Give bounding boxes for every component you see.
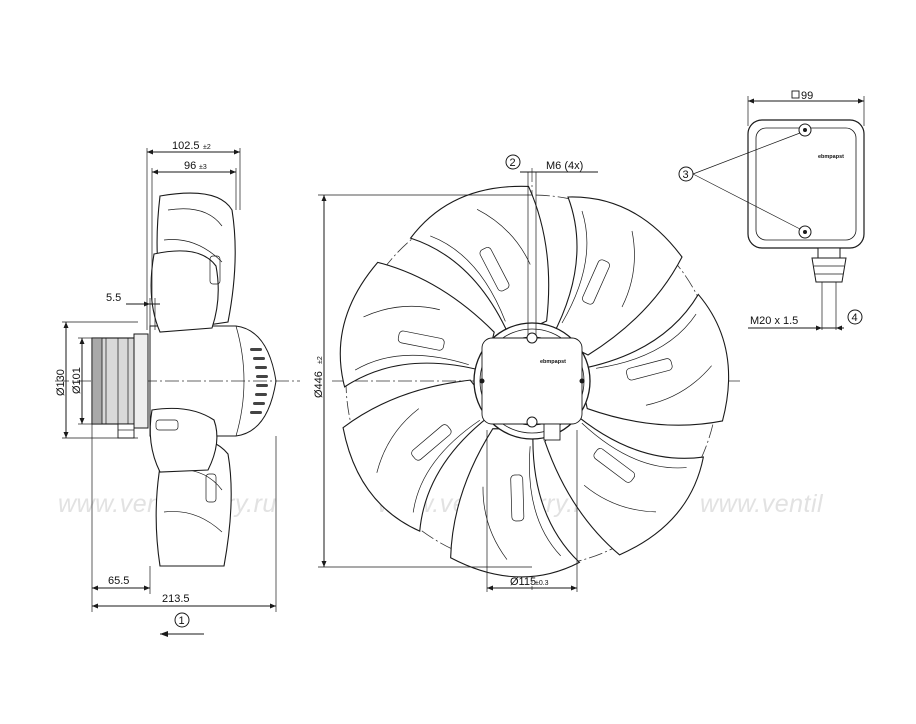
box-size-label: 99 bbox=[801, 90, 813, 102]
side-cable-gland bbox=[117, 423, 135, 439]
front-hub: ebmpapst bbox=[473, 322, 591, 441]
dim-overall-tol: ±2 bbox=[203, 144, 211, 151]
dim-blade-tol: ±3 bbox=[199, 164, 207, 171]
dim-bolt-circle-label: Ø115 bbox=[510, 576, 536, 588]
hub-mount-left bbox=[479, 378, 485, 384]
square-symbol bbox=[791, 90, 800, 99]
thread-callout-number: 2 bbox=[510, 157, 516, 169]
thread-callout bbox=[505, 154, 521, 170]
hub-cable-gland bbox=[543, 423, 561, 441]
dim-bolt-circle-tol: ±0.3 bbox=[535, 580, 549, 587]
hub-mount-right bbox=[579, 378, 585, 384]
gland-thread-label: M20 x 1.5 bbox=[750, 315, 798, 327]
side-dimensions: 102.5 ±2 96 ±3 5.5 Ø130 Ø101 bbox=[55, 140, 277, 612]
screws-callout-number: 3 bbox=[683, 169, 689, 181]
motor-body bbox=[91, 333, 149, 439]
thread-label: M6 (4x) bbox=[546, 160, 583, 172]
side-view: 102.5 ±2 96 ±3 5.5 Ø130 Ø101 bbox=[55, 140, 300, 637]
side-blades bbox=[149, 192, 236, 567]
blade-1 bbox=[551, 196, 683, 356]
dim-overall-label: 102.5 bbox=[172, 140, 200, 152]
box-cable-gland bbox=[811, 247, 847, 330]
terminal-box bbox=[747, 119, 865, 249]
dim-total-len-label: 213.5 bbox=[162, 593, 190, 605]
dim-motor-len-label: 65.5 bbox=[108, 575, 129, 587]
dim-motor-dia-label: Ø130 bbox=[55, 369, 67, 396]
dim-offset-label: 5.5 bbox=[106, 292, 121, 304]
airflow-callout: 1 bbox=[160, 612, 204, 637]
hub-brand: ebmpapst bbox=[540, 359, 566, 365]
front-dimensions: Ø446 ±2 Ø115 ±0.3 M6 (4x) 2 bbox=[313, 154, 598, 592]
dim-hub-dia-label: Ø101 bbox=[71, 367, 83, 394]
hub-screw-bottom bbox=[526, 416, 538, 428]
rotor-hub bbox=[149, 325, 277, 437]
terminal-box-view: 99 ebmpapst 3 M20 x 1.5 4 bbox=[678, 90, 865, 331]
dim-blade-label: 96 bbox=[184, 160, 196, 172]
watermark-text-3: www.ventil bbox=[700, 490, 824, 518]
hub-screw-top bbox=[526, 332, 538, 344]
front-view: ebmpapst Ø446 ±2 Ø115 ±0.3 M6 (4x) 2 bbox=[313, 148, 770, 613]
dim-diameter-label: Ø446 bbox=[313, 371, 325, 398]
airflow-callout-number: 1 bbox=[179, 615, 185, 627]
gland-callout bbox=[847, 309, 863, 325]
dim-diameter-tol: ±2 bbox=[317, 356, 324, 364]
box-brand: ebmpapst bbox=[818, 154, 844, 160]
gland-callout-number: 4 bbox=[852, 312, 858, 324]
